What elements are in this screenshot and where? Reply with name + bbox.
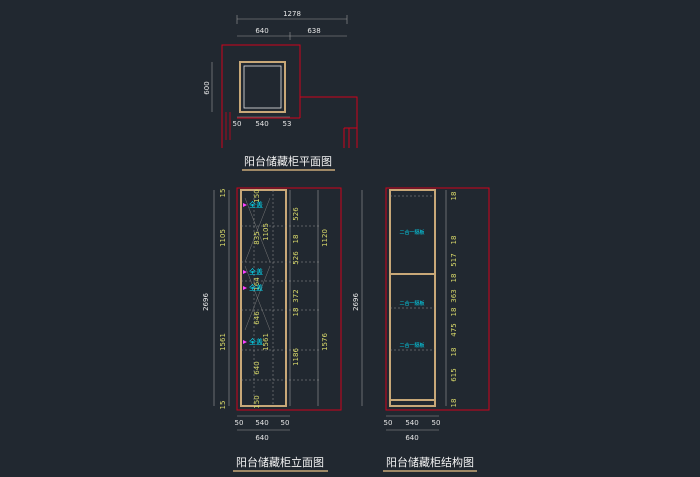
structure-compartment-label-0: 二合一隔板 — [399, 229, 424, 236]
elevation-inner-b-0: 646 — [253, 311, 261, 325]
structure-right-7: 18 — [450, 348, 458, 357]
structure-right-0: 18 — [450, 192, 458, 201]
elevation-dim-left-2: 1561 — [219, 333, 227, 351]
elevation-inner-a-1: 1105 — [262, 223, 270, 241]
plan-dim-bottom-right: 53 — [283, 120, 292, 128]
structure-right-4: 363 — [450, 289, 458, 302]
shelf-marker-icon — [243, 340, 247, 344]
elevation-bottom-total: 640 — [255, 434, 268, 442]
elevation-right-a-2: 526 — [292, 251, 300, 265]
structure-dim-total: 2696 — [352, 293, 360, 311]
elevation-dim-left-1: 1105 — [219, 229, 227, 247]
elevation-inner-mini-1: 164 — [253, 277, 261, 291]
structure-right-1: 18 — [450, 236, 458, 245]
plan-cabinet — [239, 61, 286, 113]
structure-cabinet — [389, 189, 436, 407]
structure-right-5: 18 — [450, 308, 458, 317]
plan-dim-left: 640 — [255, 27, 268, 35]
elevation-shelf-label-3: 全盖 — [249, 337, 263, 346]
structure-title: 阳台储藏柜结构图 — [386, 455, 474, 469]
elevation-bottom-dim-2: 50 — [281, 419, 290, 427]
elevation-right-b-2: 1186 — [292, 348, 300, 366]
structure-right-9: 18 — [450, 399, 458, 408]
elevation-dim-total: 2696 — [202, 293, 210, 311]
elevation-right-a-1: 18 — [292, 235, 300, 244]
elevation-shelf-label-2: 全盖 — [249, 283, 263, 292]
elevation-inner-c-0: 640 — [253, 361, 261, 374]
elevation-far-right-0: 1120 — [321, 229, 329, 247]
structure-bottom-total: 640 — [405, 434, 418, 442]
structure-bottom-dim-2: 50 — [432, 419, 441, 427]
structure-right-3: 18 — [450, 274, 458, 283]
plan-title: 阳台储藏柜平面图 — [244, 154, 332, 168]
structure-bottom-dim-0: 50 — [384, 419, 393, 427]
elevation-right-a-0: 526 — [292, 207, 300, 221]
elevation-cabinet — [240, 189, 287, 407]
plan-dim-depth: 600 — [203, 81, 211, 94]
shelf-marker-icon — [243, 286, 247, 290]
plan-cabinet-inner — [243, 65, 282, 109]
elevation-right-b-0: 372 — [292, 289, 300, 302]
structure-right-8: 615 — [450, 368, 458, 381]
plan-view: 1278 640 638 600 50 540 53 阳台储藏柜平面图 — [203, 10, 358, 171]
structure-bottom-dim-1: 540 — [405, 419, 418, 427]
structure-right-6: 475 — [450, 323, 458, 336]
elevation-view: 2696 15 1105 1561 15 150 1105 835 164 64… — [202, 187, 342, 472]
elevation-red-outline — [236, 187, 342, 411]
elevation-inner-a-2: 835 — [253, 231, 261, 244]
elevation-inner-a-0: 150 — [253, 189, 261, 202]
structure-right-2: 517 — [450, 253, 458, 266]
elevation-dim-left-3: 15 — [219, 401, 227, 410]
elevation-inner-mini-2: 150 — [253, 395, 261, 408]
structure-compartment-label-2: 二合一隔板 — [399, 342, 424, 349]
structure-compartment-label-1: 二合一隔板 — [399, 300, 424, 307]
plan-dim-bottom-left: 50 — [233, 120, 242, 128]
plan-dim-total: 1278 — [283, 10, 301, 18]
elevation-dim-left-0: 15 — [219, 189, 227, 198]
plan-dim-right: 638 — [307, 27, 320, 35]
elevation-shelf-label-1: 全盖 — [249, 267, 263, 276]
shelf-marker-icon — [243, 270, 247, 274]
elevation-title: 阳台储藏柜立面图 — [236, 455, 324, 469]
structure-view: 二合一隔板 二合一隔板 二合一隔板 2696 18 18 517 18 363 … — [352, 187, 490, 472]
elevation-bottom-dim-1: 540 — [255, 419, 268, 427]
elevation-bottom-dim-0: 50 — [235, 419, 244, 427]
structure-red-outline — [385, 187, 490, 411]
shelf-marker-icon — [243, 203, 247, 207]
elevation-right-b-1: 18 — [292, 308, 300, 317]
elevation-shelf-label-0: 全盖 — [249, 200, 263, 209]
elevation-inner-b-1: 1561 — [262, 333, 270, 351]
plan-wall-outline — [221, 44, 358, 148]
elevation-far-right-1: 1576 — [321, 333, 329, 351]
plan-dim-bottom-mid: 540 — [255, 120, 268, 128]
